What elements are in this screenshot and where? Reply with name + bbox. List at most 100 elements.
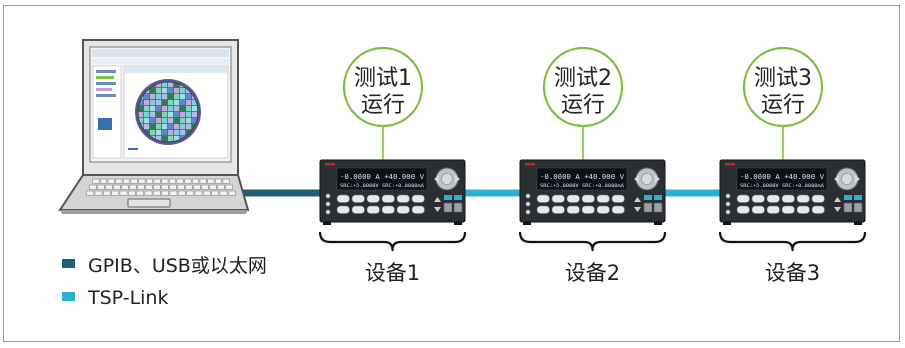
wafer-die (138, 118, 144, 124)
wafer-die (180, 130, 186, 136)
keyboard-key (178, 190, 186, 196)
arrow-down-icon (634, 207, 641, 212)
front-panel-key (536, 194, 550, 203)
side-button (725, 193, 731, 199)
arrow-up-icon (434, 197, 441, 202)
keyboard-key (219, 190, 228, 196)
knob-center (441, 173, 453, 185)
wafer-die (180, 88, 186, 94)
output-button (843, 202, 853, 213)
keyboard-key (136, 190, 144, 196)
device-label: 设备3 (765, 261, 820, 285)
keyboard-key (177, 184, 185, 190)
side-button (325, 209, 331, 215)
instrument-foot (523, 222, 531, 225)
wafer-die (156, 94, 162, 100)
wafer-die (162, 82, 168, 88)
instrument-display (536, 167, 628, 191)
output-button (643, 202, 653, 213)
bubble-test-label: 测试2 (554, 66, 612, 91)
keyboard-key (146, 178, 153, 184)
keyboard-key (144, 190, 153, 196)
keyboard-key (161, 184, 169, 190)
brand-mark (325, 163, 335, 166)
side-button (525, 193, 531, 199)
wafer-die (174, 94, 180, 100)
front-panel-key (596, 194, 610, 203)
wafer-die (174, 130, 180, 136)
front-panel-key (766, 205, 780, 214)
keyboard-key (161, 190, 169, 196)
front-panel-key (336, 194, 350, 203)
keyboard-key (186, 190, 194, 196)
wafer-die (150, 106, 156, 112)
front-panel-key (581, 194, 595, 203)
keyboard-key (161, 178, 169, 184)
arrow-down-icon (434, 207, 441, 212)
wafer-die (150, 118, 156, 124)
wafer-die (144, 118, 150, 124)
knob-center (841, 173, 853, 185)
keyboard-key (129, 184, 137, 190)
output-button (443, 202, 453, 213)
arrow-right-icon (655, 175, 660, 183)
front-panel-key (736, 205, 750, 214)
wafer-die (186, 106, 192, 112)
front-panel-key (796, 194, 810, 203)
indicator-blue (844, 195, 852, 200)
instrument-foot (723, 222, 731, 225)
keyboard-key (100, 178, 107, 184)
arrow-right-icon (855, 175, 860, 183)
keyboard-key (103, 190, 111, 196)
keyboard-key (215, 178, 222, 184)
knob-center (641, 173, 653, 185)
bubble-test-label: 测试3 (754, 66, 812, 91)
display-reading-line: -0.0000 A +40.000 V (540, 172, 625, 181)
wafer-map-icon (135, 79, 201, 145)
brand-mark (725, 163, 735, 166)
front-panel-key (411, 205, 425, 214)
wafer-die (162, 88, 168, 94)
wafer-die (162, 136, 168, 142)
wafer-die (192, 106, 198, 112)
front-panel-key (781, 205, 795, 214)
wafer-die (168, 130, 174, 136)
legend-swatch-gpib (62, 259, 75, 268)
wafer-die (144, 112, 150, 118)
keyboard-key (130, 178, 138, 184)
front-panel-key (566, 194, 580, 203)
front-panel-key (596, 205, 610, 214)
bubble-run-label: 运行 (761, 93, 805, 118)
keyboard-key (169, 178, 176, 184)
wafer-die (168, 94, 174, 100)
wafer-die (174, 100, 180, 106)
front-panel-key (811, 194, 825, 203)
wafer-die (150, 130, 156, 136)
wafer-die (150, 124, 156, 130)
keyboard-key (113, 184, 121, 190)
wafer-die (168, 112, 174, 118)
wafer-die (186, 130, 192, 136)
wafer-die (156, 124, 162, 130)
wafer-die (186, 112, 192, 118)
keyboard-key (92, 178, 100, 184)
wafer-die (168, 88, 174, 94)
keyboard-key (123, 178, 130, 184)
side-button (325, 193, 331, 199)
legend-label-gpib: GPIB、USB或以太网 (88, 255, 267, 277)
arrow-down-icon (834, 207, 841, 212)
side-button (725, 201, 731, 207)
indicator-blue (654, 195, 662, 200)
device-brace (318, 231, 467, 252)
wafer-die (168, 106, 174, 112)
keyboard-key (217, 184, 225, 190)
front-panel-key (611, 205, 625, 214)
keyboard-key (199, 178, 207, 184)
wafer-die (150, 112, 156, 118)
keyboard-key (115, 178, 123, 184)
wafer-die (186, 118, 192, 124)
